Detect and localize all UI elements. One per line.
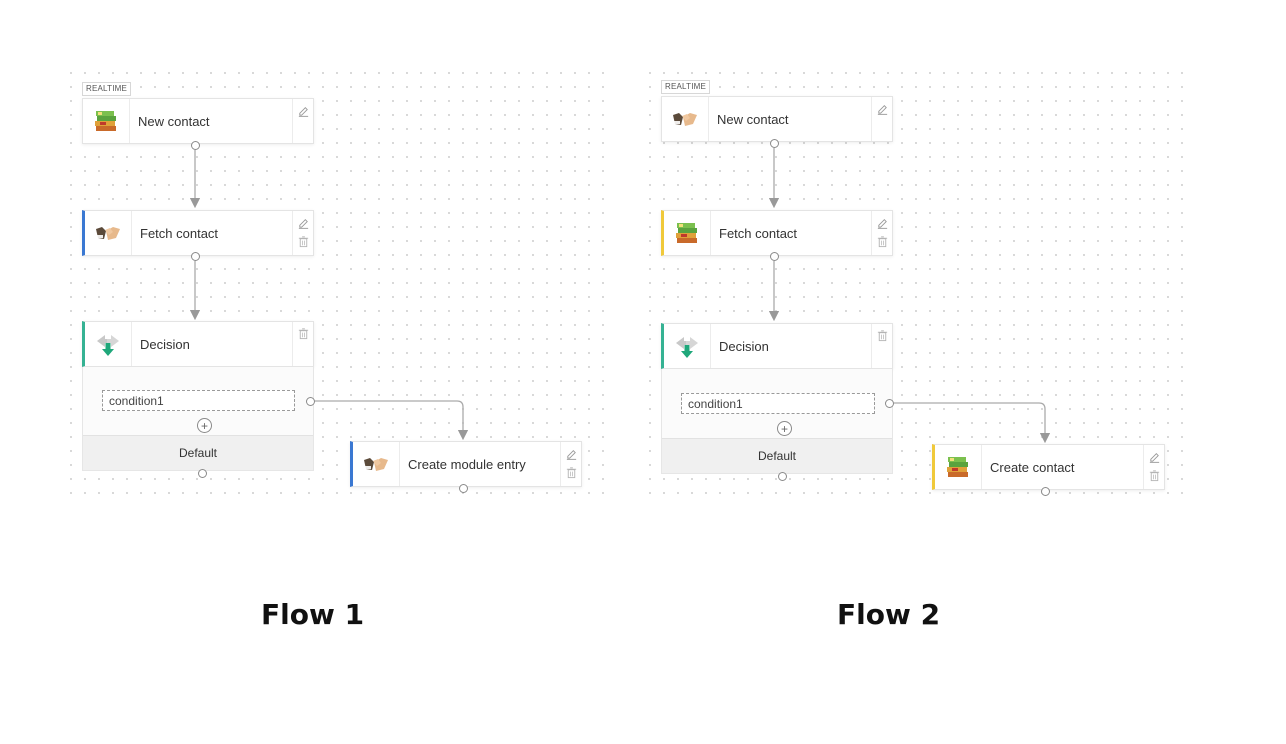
condition-port[interactable] <box>306 397 315 406</box>
condition-port[interactable] <box>885 399 894 408</box>
node-label: Fetch contact <box>719 225 798 241</box>
output-port[interactable] <box>770 252 779 261</box>
add-condition-button[interactable]: + <box>197 418 212 433</box>
decision-body: condition1 + Default <box>661 369 893 474</box>
pencil-icon[interactable] <box>1148 450 1161 463</box>
pencil-icon[interactable] <box>876 102 889 115</box>
node-label: Fetch contact <box>140 225 219 241</box>
action-node-create-module-entry[interactable]: Create module entry <box>350 441 582 487</box>
realtime-badge: REALTIME <box>661 80 711 94</box>
default-branch[interactable]: Default <box>662 438 892 473</box>
pencil-icon[interactable] <box>876 216 889 229</box>
decision-node[interactable]: Decision <box>82 321 314 367</box>
decision-body: condition1 + Default <box>82 367 314 471</box>
decision-icon <box>673 332 701 360</box>
trash-icon[interactable] <box>1148 469 1161 482</box>
node-label: New contact <box>138 113 210 129</box>
default-branch[interactable]: Default <box>83 435 313 470</box>
decision-node[interactable]: Decision <box>661 323 893 369</box>
realtime-badge: REALTIME <box>82 82 132 96</box>
handshake-icon <box>671 105 699 133</box>
trigger-node-new-contact[interactable]: New contact <box>661 96 893 142</box>
books-icon <box>944 453 972 481</box>
add-condition-button[interactable]: + <box>777 421 792 436</box>
condition-branch[interactable]: condition1 <box>681 393 875 414</box>
node-label: Create module entry <box>408 456 526 472</box>
output-port[interactable] <box>770 139 779 148</box>
node-label: Create contact <box>990 459 1075 475</box>
action-node-create-contact[interactable]: Create contact <box>932 444 1165 490</box>
flow1-caption: Flow 1 <box>261 598 365 631</box>
node-label: Decision <box>719 338 769 354</box>
step-node-fetch-contact[interactable]: Fetch contact <box>661 210 893 256</box>
output-port[interactable] <box>191 141 200 150</box>
default-port[interactable] <box>198 469 207 478</box>
flow2-caption: Flow 2 <box>837 598 941 631</box>
trigger-node-new-contact[interactable]: New contact <box>82 98 314 144</box>
books-icon <box>673 219 701 247</box>
default-port[interactable] <box>778 472 787 481</box>
output-port[interactable] <box>191 252 200 261</box>
node-label: Decision <box>140 336 190 352</box>
condition-branch[interactable]: condition1 <box>102 390 295 411</box>
trash-icon[interactable] <box>876 235 889 248</box>
node-label: New contact <box>717 111 789 127</box>
output-port[interactable] <box>1041 487 1050 496</box>
output-port[interactable] <box>459 484 468 493</box>
trash-icon[interactable] <box>876 329 889 342</box>
